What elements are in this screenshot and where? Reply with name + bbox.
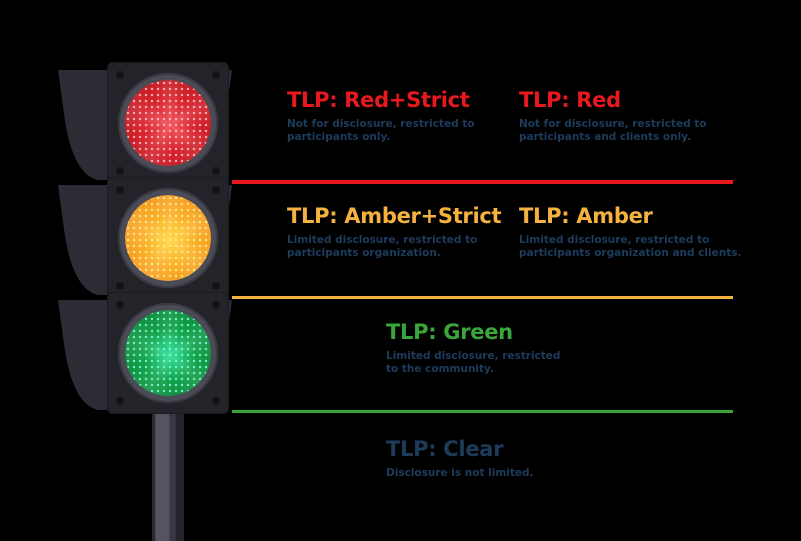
screw-icon bbox=[212, 282, 220, 290]
screw-icon bbox=[116, 71, 124, 79]
screw-icon bbox=[212, 167, 220, 175]
red-lamp-housing bbox=[107, 62, 229, 184]
traffic-light-amber-unit bbox=[0, 177, 290, 311]
traffic-light-graphic bbox=[0, 0, 290, 541]
divider-amber bbox=[232, 296, 733, 299]
tlp-red-strict-description: Not for disclosure, restricted to partic… bbox=[287, 118, 475, 143]
red-lamp-lens bbox=[125, 80, 211, 166]
divider-green bbox=[232, 410, 733, 413]
tlp-amber-strict-description: Limited disclosure, restricted to partic… bbox=[287, 234, 478, 259]
tlp-entry-green: TLP: Green Limited disclosure, restricte… bbox=[386, 320, 616, 376]
tlp-red-heading: TLP: Red bbox=[519, 88, 621, 112]
screw-icon bbox=[116, 167, 124, 175]
red-visor-left-icon bbox=[58, 70, 114, 180]
tlp-entry-amber: TLP: Amber Limited disclosure, restricte… bbox=[519, 204, 749, 260]
tlp-entry-red-strict: TLP: Red+Strict Not for disclosure, rest… bbox=[287, 88, 507, 144]
tlp-red-strict-heading: TLP: Red+Strict bbox=[287, 88, 470, 112]
green-lamp-lens bbox=[125, 310, 211, 396]
amber-visor-left-icon bbox=[58, 185, 114, 295]
screw-icon bbox=[116, 282, 124, 290]
divider-red bbox=[232, 180, 733, 184]
amber-lamp-led-dots bbox=[125, 195, 211, 281]
tlp-clear-description: Disclosure is not limited. bbox=[386, 467, 534, 479]
tlp-entry-clear: TLP: Clear Disclosure is not limited. bbox=[386, 437, 616, 480]
screw-icon bbox=[116, 301, 124, 309]
tlp-amber-description: Limited disclosure, restricted to partic… bbox=[519, 234, 742, 259]
tlp-green-description: Limited disclosure, restricted to the co… bbox=[386, 350, 561, 375]
traffic-light-red-unit bbox=[0, 62, 290, 196]
screw-icon bbox=[212, 397, 220, 405]
tlp-amber-strict-heading: TLP: Amber+Strict bbox=[287, 204, 502, 228]
tlp-red-description: Not for disclosure, restricted to partic… bbox=[519, 118, 707, 143]
screw-icon bbox=[212, 301, 220, 309]
green-lamp-bezel bbox=[118, 303, 218, 403]
amber-lamp-bezel bbox=[118, 188, 218, 288]
traffic-light-pole bbox=[152, 404, 184, 541]
amber-lamp-housing bbox=[107, 177, 229, 299]
screw-icon bbox=[116, 186, 124, 194]
green-lamp-housing bbox=[107, 292, 229, 414]
tlp-green-heading: TLP: Green bbox=[386, 320, 513, 344]
red-lamp-led-dots bbox=[125, 80, 211, 166]
screw-icon bbox=[116, 397, 124, 405]
green-lamp-led-dots bbox=[125, 310, 211, 396]
amber-lamp-lens bbox=[125, 195, 211, 281]
tlp-entry-amber-strict: TLP: Amber+Strict Limited disclosure, re… bbox=[287, 204, 511, 260]
tlp-amber-heading: TLP: Amber bbox=[519, 204, 653, 228]
tlp-clear-heading: TLP: Clear bbox=[386, 437, 504, 461]
screw-icon bbox=[212, 186, 220, 194]
screw-icon bbox=[212, 71, 220, 79]
green-visor-left-icon bbox=[58, 300, 114, 410]
tlp-entry-red: TLP: Red Not for disclosure, restricted … bbox=[519, 88, 749, 144]
red-lamp-bezel bbox=[118, 73, 218, 173]
traffic-light-green-unit bbox=[0, 292, 290, 426]
